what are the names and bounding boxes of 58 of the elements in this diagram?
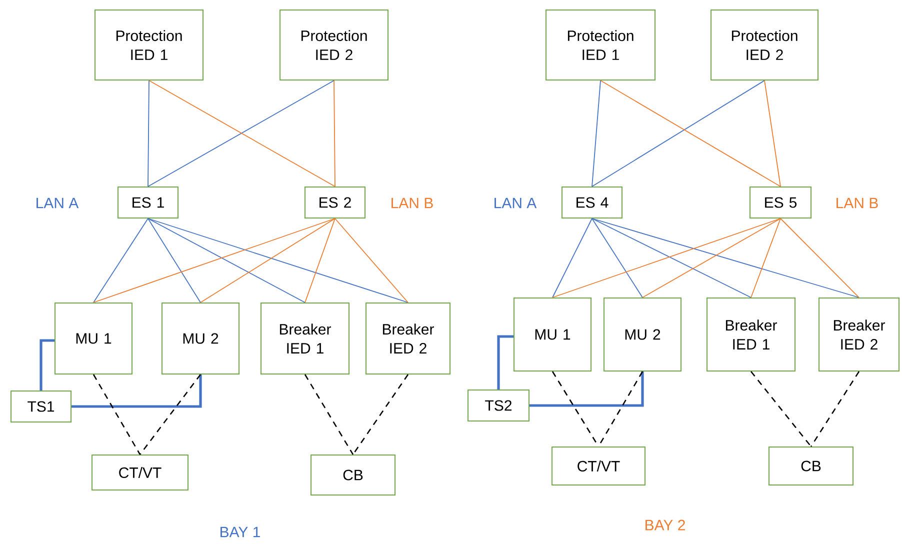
device-box: Protection IED 2 [280,10,388,80]
device-box: MU 1 [514,298,592,372]
connector-line [72,374,202,408]
device-box: ES 4 [562,186,622,218]
connector-line [40,339,54,390]
device-box: ES 1 [118,186,178,218]
connector-line [304,218,336,303]
connector-line [810,371,860,447]
connector-line [642,218,781,298]
device-box: Breaker IED 2 [818,298,900,372]
connector-line [148,80,150,187]
connector-line [148,218,201,303]
network-label: LAN B [836,198,878,208]
device-box: Breaker IED 2 [366,302,450,374]
connector-line [750,371,812,447]
connector-line [93,218,148,303]
device-box: Breaker IED 1 [260,302,350,374]
device-box: TS2 [468,390,530,422]
connector-line [139,374,202,455]
connector-line [92,374,141,455]
connector-line [148,218,306,303]
device-box: Breaker IED 1 [706,298,796,372]
connector-line [304,374,354,455]
device-box: Protection IED 1 [546,10,656,80]
connector-line [592,218,643,298]
connector-line [334,80,336,187]
connector-line [352,374,409,455]
network-label: LAN A [494,198,537,208]
connector-line [750,218,781,298]
connector-line [497,335,514,390]
device-box: CT/VT [92,454,188,490]
device-box: CB [310,454,396,496]
device-box: TS1 [10,390,72,422]
device-box: ES 5 [750,186,812,218]
device-box: Protection IED 2 [710,10,818,80]
connector-line [334,218,408,303]
device-box: MU 2 [604,298,682,372]
connector-line [780,218,860,298]
device-box: CT/VT [552,446,646,486]
device-box: ES 2 [304,186,366,218]
connector-line [530,372,644,407]
device-box: Protection IED 1 [94,10,204,80]
connector-line [148,218,408,303]
device-box: MU 2 [162,302,240,374]
network-label: LAN A [36,198,79,208]
network-label: LAN B [392,198,433,208]
connector-line [764,80,781,187]
network-label: BAY 1 [220,526,260,538]
device-box: MU 1 [54,302,132,374]
connector-line [552,218,592,298]
connector-line [93,218,336,303]
connector-line [552,218,781,298]
device-box: CB [768,446,854,486]
connector-line [592,218,752,298]
network-label: BAY 2 [646,520,685,530]
connector-line [200,218,336,303]
connector-line [592,218,860,298]
connector-line [592,80,601,187]
